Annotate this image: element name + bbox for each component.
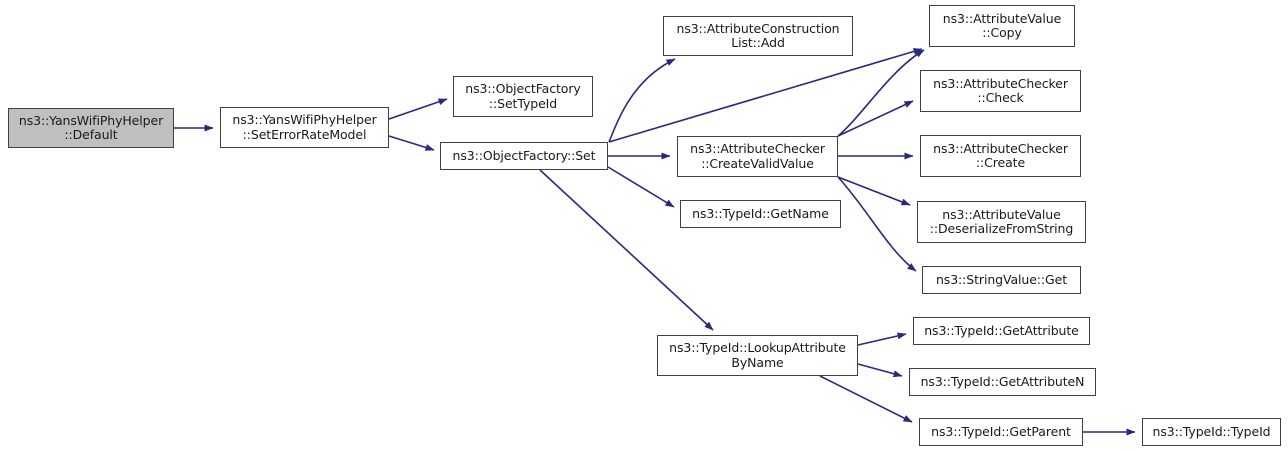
- node-string_value_get[interactable]: ns3::StringValue::Get: [922, 266, 1081, 294]
- edge-attribute_checker_create_valid_value-to-attribute_checker_check: [837, 100, 914, 137]
- node-type_id_type_id[interactable]: ns3::TypeId::TypeId: [1142, 418, 1281, 446]
- node-default[interactable]: ns3::YansWifiPhyHelper ::Default: [8, 108, 174, 148]
- edge-object_factory_set-to-type_id_lookup_attribute_by_name: [539, 169, 714, 331]
- node-type_id_get_parent[interactable]: ns3::TypeId::GetParent: [919, 418, 1083, 446]
- node-object_factory_set[interactable]: ns3::ObjectFactory::Set: [440, 142, 608, 170]
- node-type_id_get_attribute_n[interactable]: ns3::TypeId::GetAttributeN: [909, 368, 1096, 396]
- node-label-attribute_value_deserialize_from_string: ns3::AttributeValue ::DeserializeFromStr…: [929, 206, 1074, 236]
- node-label-type_id_get_attribute_n: ns3::TypeId::GetAttributeN: [920, 373, 1085, 389]
- edge-object_factory_set-to-attribute_value_copy: [608, 48, 923, 143]
- node-attribute_checker_check[interactable]: ns3::AttributeChecker ::Check: [920, 70, 1081, 112]
- node-attribute_value_copy[interactable]: ns3::AttributeValue ::Copy: [929, 5, 1075, 47]
- node-attribute_value_deserialize_from_string[interactable]: ns3::AttributeValue ::DeserializeFromStr…: [917, 201, 1086, 243]
- node-object_factory_set_type_id[interactable]: ns3::ObjectFactory ::SetTypeId: [453, 76, 593, 117]
- edge-attribute_checker_create_valid_value-to-string_value_get: [837, 176, 917, 272]
- node-label-type_id_get_parent: ns3::TypeId::GetParent: [931, 423, 1071, 439]
- node-label-string_value_get: ns3::StringValue::Get: [935, 271, 1068, 287]
- node-label-attribute_checker_check: ns3::AttributeChecker ::Check: [933, 75, 1068, 105]
- node-type_id_get_attribute[interactable]: ns3::TypeId::GetAttribute: [913, 317, 1090, 345]
- edge-set_error_rate_model-to-object_factory_set: [388, 135, 435, 151]
- node-label-attribute_checker_create_valid_value: ns3::AttributeChecker ::CreateValidValue: [690, 141, 825, 171]
- edge-attribute_checker_create_valid_value-to-attribute_value_copy: [837, 49, 925, 137]
- edge-type_id_lookup_attribute_by_name-to-type_id_get_attribute: [857, 332, 907, 346]
- node-label-object_factory_set: ns3::ObjectFactory::Set: [452, 147, 596, 163]
- node-label-set_error_rate_model: ns3::YansWifiPhyHelper ::SetErrorRateMod…: [232, 112, 377, 142]
- node-label-type_id_type_id: ns3::TypeId::TypeId: [1152, 423, 1271, 439]
- node-label-attribute_value_copy: ns3::AttributeValue ::Copy: [942, 10, 1062, 40]
- edge-set_error_rate_model-to-object_factory_set_type_id: [388, 98, 448, 120]
- edge-type_id_lookup_attribute_by_name-to-type_id_get_attribute_n: [857, 363, 903, 378]
- edge-object_factory_set-to-attribute_construction_list_add: [608, 58, 676, 143]
- node-label-type_id_lookup_attribute_by_name: ns3::TypeId::LookupAttribute ByName: [669, 340, 846, 370]
- node-attribute_construction_list_add[interactable]: ns3::AttributeConstruction List::Add: [663, 16, 853, 56]
- node-label-attribute_construction_list_add: ns3::AttributeConstruction List::Add: [676, 20, 840, 50]
- node-label-type_id_get_name: ns3::TypeId::GetName: [692, 205, 829, 221]
- node-attribute_checker_create[interactable]: ns3::AttributeChecker ::Create: [920, 135, 1081, 177]
- node-label-default: ns3::YansWifiPhyHelper ::Default: [18, 112, 164, 142]
- node-set_error_rate_model[interactable]: ns3::YansWifiPhyHelper ::SetErrorRateMod…: [220, 107, 389, 148]
- node-label-object_factory_set_type_id: ns3::ObjectFactory ::SetTypeId: [465, 81, 581, 111]
- edge-type_id_lookup_attribute_by_name-to-type_id_get_parent: [819, 375, 913, 423]
- node-label-type_id_get_attribute: ns3::TypeId::GetAttribute: [924, 322, 1079, 338]
- edge-attribute_checker_create_valid_value-to-attribute_value_deserialize_from_string: [837, 176, 911, 206]
- node-type_id_get_name[interactable]: ns3::TypeId::GetName: [680, 200, 841, 228]
- edge-object_factory_set-to-type_id_get_name: [607, 166, 675, 208]
- node-attribute_checker_create_valid_value[interactable]: ns3::AttributeChecker ::CreateValidValue: [677, 136, 838, 177]
- node-type_id_lookup_attribute_by_name[interactable]: ns3::TypeId::LookupAttribute ByName: [657, 335, 858, 376]
- node-label-attribute_checker_create: ns3::AttributeChecker ::Create: [933, 140, 1068, 170]
